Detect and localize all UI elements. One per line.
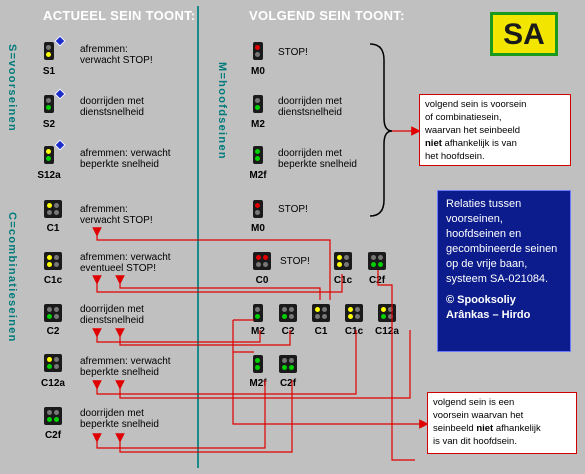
link-c2f-a	[92, 380, 266, 449]
signal-code: C2f	[279, 378, 297, 389]
link-c1	[92, 227, 331, 300]
sa-badge: SA	[490, 12, 558, 56]
signal-code: C12a	[375, 326, 399, 337]
arrow-to-bottom-note	[232, 320, 429, 429]
signal-code: C2	[281, 326, 295, 337]
signal-meaning: afremmen: verwacht beperkte snelheid	[80, 148, 171, 170]
signal-icon	[44, 42, 54, 60]
signal-meaning: STOP!	[280, 256, 310, 267]
info-box: Relaties tussen voorseinen, hoofdseinen …	[437, 190, 571, 352]
signal-meaning: doorrijden met dienstsnelheid	[278, 96, 342, 118]
column-divider	[197, 6, 199, 468]
link-c1c-a	[92, 274, 343, 293]
header-next: VOLGEND SEIN TOONT:	[249, 8, 405, 23]
signal-meaning: afremmen: verwacht STOP!	[80, 204, 153, 226]
signal-icon	[279, 355, 297, 373]
signal-code: C0	[255, 275, 269, 286]
signal-code: C2f	[368, 275, 386, 286]
signal-code: C12a	[41, 378, 65, 389]
signal-code: M0	[251, 66, 265, 77]
signal-icon	[44, 146, 54, 164]
signal-icon	[44, 354, 62, 372]
signal-code: M2f	[249, 378, 267, 389]
signal-icon	[334, 252, 352, 270]
signal-icon	[279, 304, 297, 322]
signal-code: S12a	[37, 170, 61, 181]
signal-icon	[253, 252, 271, 270]
signal-meaning: STOP!	[278, 204, 308, 215]
group-brace-icon	[369, 43, 393, 217]
signal-meaning: afremmen: verwacht beperkte snelheid	[80, 356, 171, 378]
signal-meaning: STOP!	[278, 47, 308, 58]
link-c2-a	[92, 328, 261, 343]
signal-code: M2f	[249, 170, 267, 181]
info-text: Relaties tussen voorseinen, hoofdseinen …	[446, 198, 558, 285]
signal-icon	[253, 355, 263, 373]
signal-icon	[345, 304, 363, 322]
side-label-c: C=combinatieseinen	[6, 212, 18, 343]
signal-icon	[44, 200, 62, 218]
signal-icon	[253, 42, 263, 60]
signal-code: M0	[251, 223, 265, 234]
link-c2f-top	[377, 270, 415, 461]
signal-icon	[44, 252, 62, 270]
signal-icon	[253, 95, 263, 113]
note-bottom: volgend sein is een voorsein waarvan het…	[427, 392, 577, 454]
header-actual: ACTUEEL SEIN TOONT:	[43, 8, 196, 23]
signal-code: C1c	[333, 275, 353, 286]
signal-icon	[312, 304, 330, 322]
signal-code: C1c	[43, 275, 63, 286]
link-c2-b	[115, 328, 291, 346]
signal-code: C1c	[344, 326, 364, 337]
signal-meaning: doorrijden met beperkte snelheid	[80, 408, 159, 430]
side-label-m: M=hoofdseinen	[216, 62, 228, 160]
signal-meaning: afremmen: verwacht eventueel STOP!	[80, 252, 171, 274]
info-credit-names: Arânkas – Hirdo	[446, 309, 531, 321]
signal-icon	[253, 146, 263, 164]
signal-code: S1	[42, 66, 56, 77]
signal-icon	[44, 95, 54, 113]
signal-code: M2	[251, 326, 265, 337]
signal-code: M2	[251, 119, 265, 130]
signal-code: C2	[46, 326, 60, 337]
signal-icon	[253, 200, 263, 218]
signal-code: C1	[314, 326, 328, 337]
signal-icon	[368, 252, 386, 270]
signal-icon	[44, 407, 62, 425]
link-c2f-b	[115, 380, 293, 453]
signal-meaning: doorrijden met dienstsnelheid	[80, 96, 144, 118]
link-c12a-a	[92, 330, 357, 395]
signal-icon	[253, 304, 263, 322]
info-credit: © Spooksoliy	[446, 294, 516, 306]
signal-meaning: afremmen: verwacht STOP!	[80, 44, 153, 66]
signal-meaning: doorrijden met dienstsnelheid	[80, 304, 144, 326]
link-c1c-b	[115, 275, 321, 300]
signal-meaning: doorrijden met beperkte snelheid	[278, 148, 357, 170]
side-label-s: S=voorseinen	[6, 44, 18, 133]
note-top: volgend sein is voorsein of combinatiese…	[419, 94, 571, 166]
signal-code: S2	[42, 119, 56, 130]
signal-icon	[44, 304, 62, 322]
signal-code: C2f	[44, 430, 62, 441]
signal-code: C1	[46, 223, 60, 234]
